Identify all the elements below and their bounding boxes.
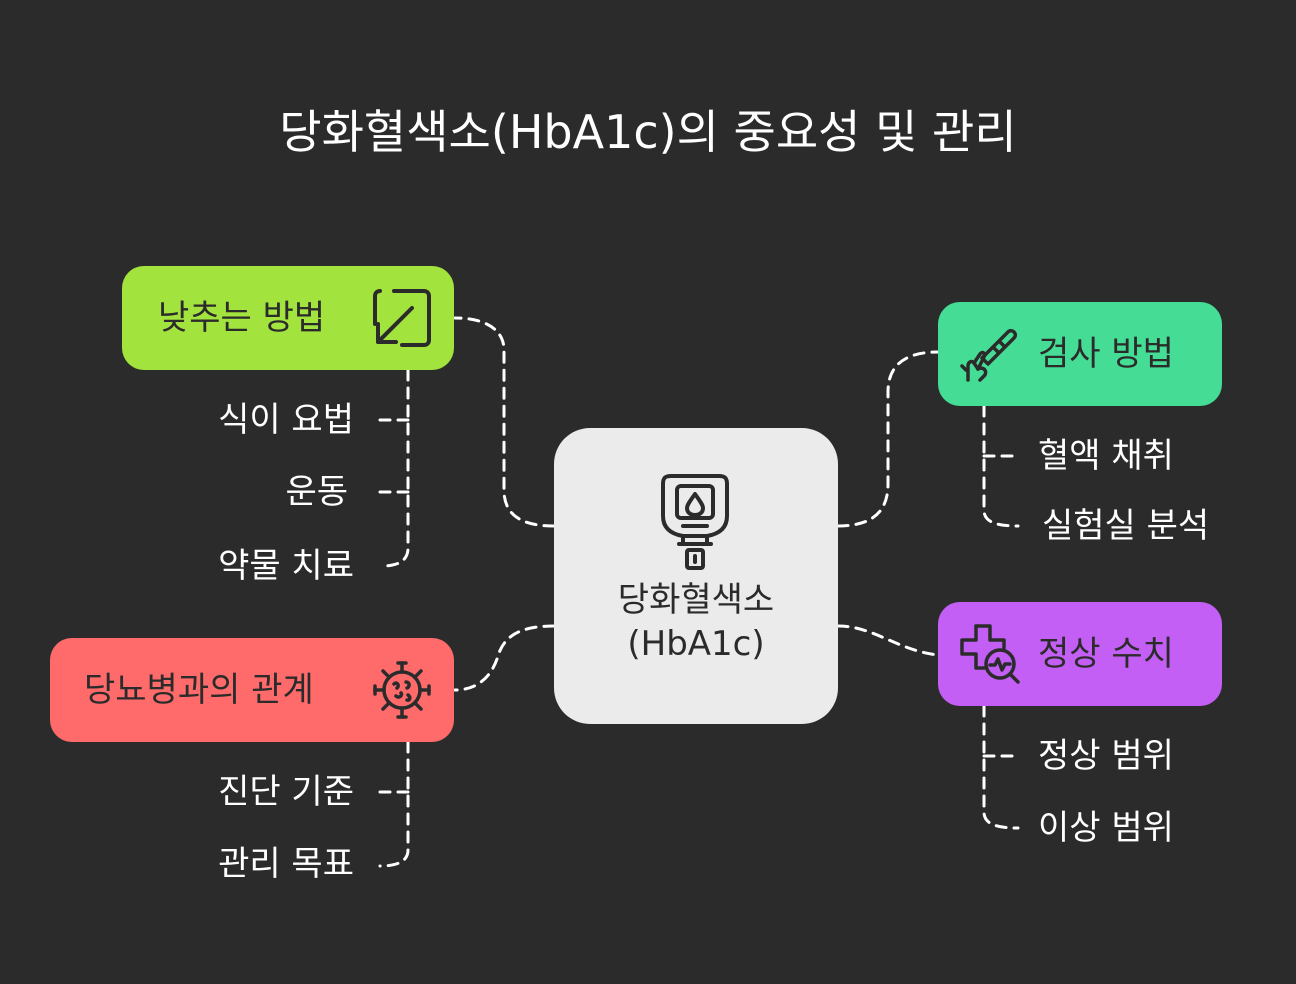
leaf-medication: 약물 치료 — [218, 546, 354, 586]
virus-icon — [373, 661, 431, 719]
health-check-icon — [960, 624, 1020, 684]
diagram-title: 당화혈색소(HbA1c)의 중요성 및 관리 — [279, 105, 1017, 159]
connector-center-normal — [836, 624, 940, 657]
branch-testing-label: 검사 방법 — [1038, 334, 1174, 374]
center-node: 당화혈색소 (HbA1c) — [554, 428, 838, 724]
leaf-diet: 식이 요법 — [218, 400, 354, 440]
branch-lowering-label: 낮추는 방법 — [158, 298, 326, 338]
leaf-blood-draw: 혈액 채취 — [1038, 436, 1174, 476]
connector-center-diabetes — [453, 624, 556, 692]
branch-lowering-methods: 낮추는 방법 — [122, 266, 454, 370]
hand-thermometer-icon — [960, 328, 1018, 382]
connector-diabetes-trunk — [378, 740, 410, 868]
center-label-line2: (HbA1c) — [627, 624, 765, 664]
leaf-diagnostic-criteria: 진단 기준 — [218, 772, 354, 812]
branch-normal-levels: 정상 수치 — [938, 602, 1222, 706]
connector-normal-trunk — [982, 704, 1020, 830]
branch-diabetes-label: 당뇨병과의 관계 — [84, 670, 314, 710]
connector-center-lowering — [453, 316, 556, 528]
glucose-meter-icon — [661, 474, 729, 570]
connector-lowering-trunk — [380, 368, 410, 568]
center-label-line1: 당화혈색소 — [617, 580, 775, 620]
leaf-lab-analysis: 실험실 분석 — [1042, 506, 1210, 546]
center-label: 당화혈색소 (HbA1c) — [554, 578, 838, 666]
leaf-abnormal-range: 이상 범위 — [1038, 808, 1174, 848]
connector-center-testing — [836, 350, 940, 528]
branch-diabetes-relation: 당뇨병과의 관계 — [50, 638, 454, 742]
connector-testing-trunk — [982, 404, 1020, 528]
branch-testing-methods: 검사 방법 — [938, 302, 1222, 406]
leaf-normal-range: 정상 범위 — [1038, 736, 1174, 776]
leaf-management-goal: 관리 목표 — [218, 844, 354, 884]
branch-normal-label: 정상 수치 — [1038, 634, 1174, 674]
arrow-down-left-icon — [373, 289, 431, 347]
leaf-exercise: 운동 — [285, 472, 348, 512]
